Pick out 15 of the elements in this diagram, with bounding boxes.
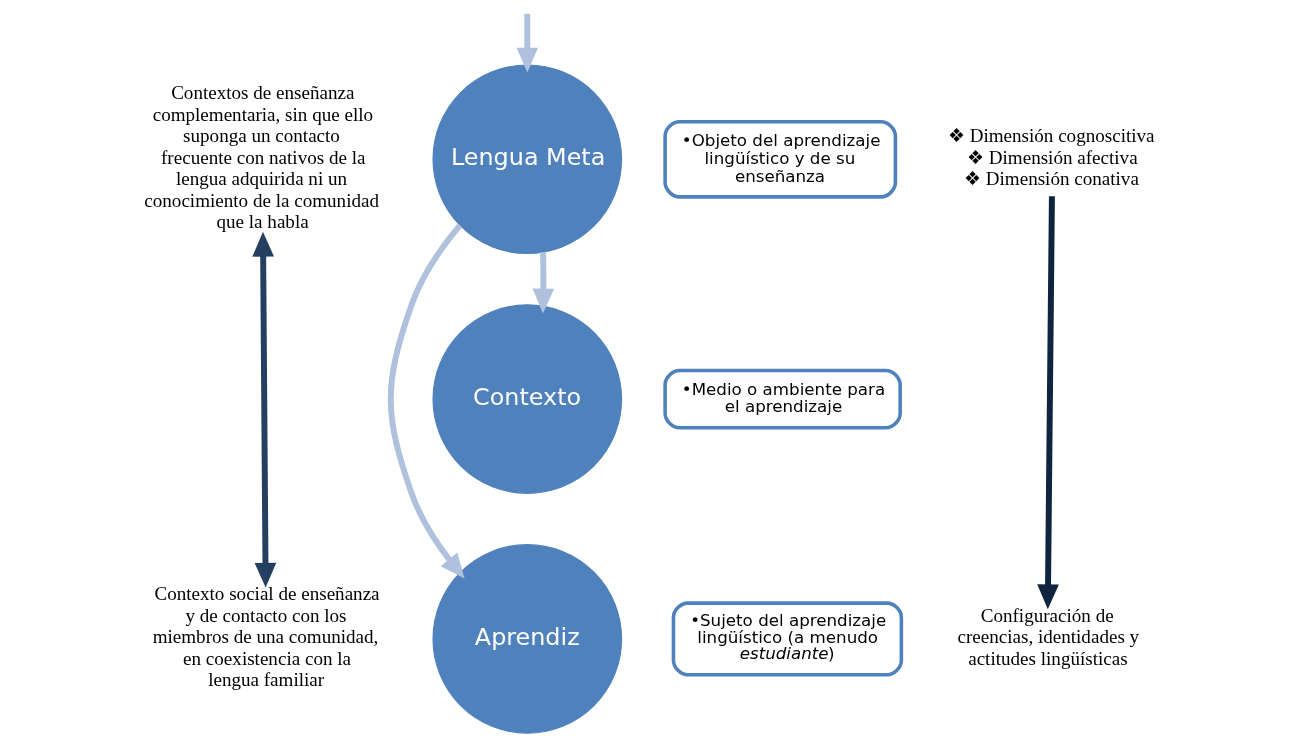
node-text: Configuración de creencias, identidades y actitudes lingüísticas (957, 604, 1140, 669)
node-text: Contexto social de enseñanza y de contacto con los miembros de una comunidad, en coexistencia con la lengua familiar (152, 583, 380, 691)
node-box: •Objeto del aprendizaje lingüístico y de su enseñanza (663, 119, 898, 199)
arrow (387, 223, 465, 579)
arrow (252, 231, 277, 588)
arrow (532, 252, 555, 314)
node-circle: Contexto (432, 304, 623, 494)
arrow (516, 13, 539, 73)
arrow (1037, 196, 1059, 610)
node-circle: Lengua Meta (432, 64, 623, 255)
node-box: •Medio o ambiente para el aprendizaje (663, 368, 902, 430)
node-text: ❖ Dimensión cognoscitiva ❖ Dimensión afectiva ❖ Dimensión conativa (947, 125, 1155, 190)
node-text: Contextos de enseñanza complementaria, sin que ello suponga un contacto frecuente con nativos de la lengua adquirida ni un conocimiento de la comunidad que la habla (144, 82, 380, 233)
node-box: •Sujeto del aprendizaje lingüístico (a menudo estudiante) (671, 601, 904, 677)
node-circle: Aprendiz (432, 544, 623, 734)
